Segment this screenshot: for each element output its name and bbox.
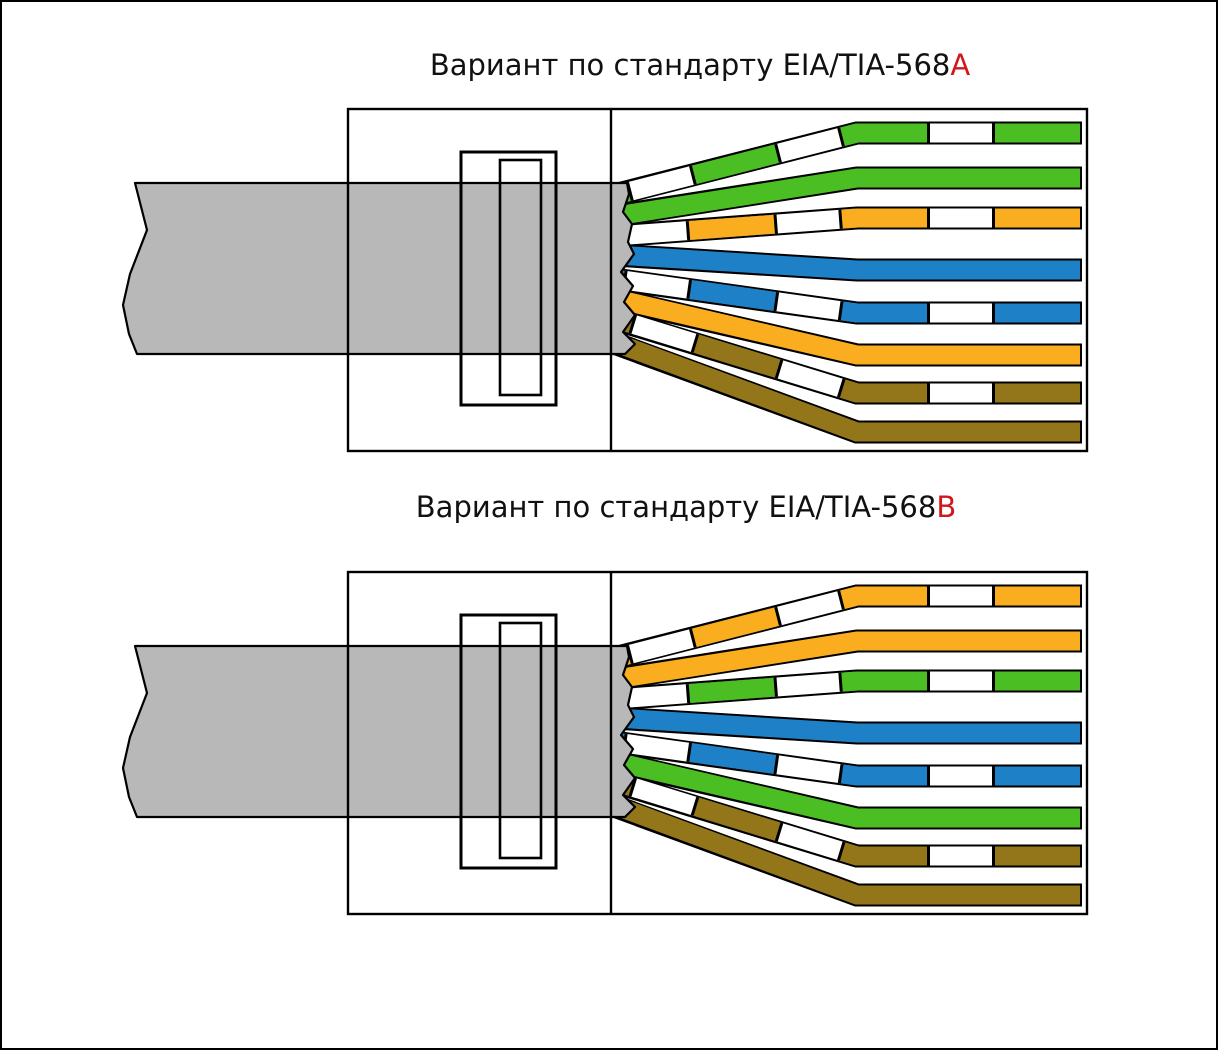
diagram-568b bbox=[121, 570, 1089, 916]
wire-blue-body bbox=[615, 245, 1080, 280]
title-568a-highlight-letter: A bbox=[950, 48, 971, 82]
cable-sheath bbox=[121, 644, 637, 819]
wire-orange-body bbox=[614, 631, 1080, 689]
wire-white-blue bbox=[612, 267, 1082, 325]
diagram-568a bbox=[121, 107, 1089, 453]
wire-white-orange-stripes bbox=[613, 586, 1080, 668]
wire-white-orange-stripes bbox=[615, 208, 1080, 246]
title-568b-text: Вариант по стандарту EIA/TIA-568 bbox=[415, 490, 937, 524]
latch-outer bbox=[459, 613, 558, 870]
wire-brown-body bbox=[612, 797, 1080, 905]
wire-white-brown bbox=[610, 770, 1082, 868]
wire-blue bbox=[613, 706, 1082, 745]
connector-body bbox=[346, 107, 1089, 453]
title-568b-highlight-letter: B bbox=[936, 490, 957, 524]
wire-green-body bbox=[614, 168, 1080, 226]
title-568b: Вариант по стандарту EIA/TIA-568B bbox=[415, 490, 957, 524]
wire-brown bbox=[610, 332, 1082, 444]
wire-white-blue-stripes bbox=[614, 269, 1080, 323]
wire-orange bbox=[612, 629, 1082, 691]
latch-inner bbox=[498, 158, 543, 397]
wire-white-green bbox=[611, 121, 1082, 207]
wire-white-orange bbox=[611, 584, 1082, 670]
wire-white-brown-stripes bbox=[613, 772, 1080, 866]
wire-green bbox=[611, 750, 1082, 830]
wire-white-green-stripes bbox=[615, 671, 1080, 709]
wire-white-green-stripes bbox=[613, 123, 1080, 205]
wire-white-blue bbox=[612, 730, 1082, 788]
wire-white-brown-stripes bbox=[613, 309, 1080, 403]
wire-white-blue-stripes bbox=[614, 732, 1080, 786]
wire-white-orange bbox=[613, 206, 1082, 248]
wire-blue-body bbox=[615, 708, 1080, 743]
wire-brown bbox=[610, 795, 1082, 907]
wire-white-green bbox=[613, 669, 1082, 711]
wire-orange bbox=[611, 287, 1082, 367]
wire-white-brown bbox=[610, 307, 1082, 405]
latch-inner bbox=[498, 621, 543, 860]
connector-body bbox=[346, 570, 1089, 916]
wire-blue bbox=[613, 243, 1082, 282]
latch-outer bbox=[459, 150, 558, 407]
wire-orange-body bbox=[613, 289, 1080, 365]
wire-green bbox=[612, 166, 1082, 228]
title-568a: Вариант по стандарту EIA/TIA-568A bbox=[429, 48, 971, 82]
title-568a-text: Вариант по стандарту EIA/TIA-568 bbox=[429, 48, 951, 82]
cable-sheath bbox=[121, 181, 637, 356]
wire-green-body bbox=[613, 752, 1080, 828]
wire-brown-body bbox=[612, 334, 1080, 442]
